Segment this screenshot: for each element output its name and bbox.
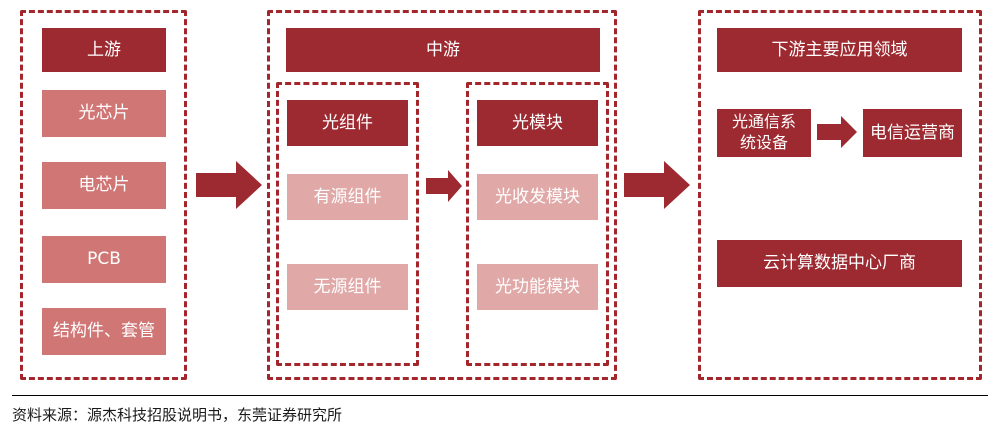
flow-arrow-equipment-to-operator: [817, 116, 857, 148]
flow-arrow-components-to-modules: [426, 170, 462, 202]
upstream-frame: [20, 10, 187, 380]
source-note: 资料来源：源杰科技招股说明书，东莞证券研究所: [12, 406, 343, 424]
source-divider: [12, 395, 988, 396]
optical-modules-frame: [466, 82, 609, 366]
midstream-header: 中游: [286, 28, 600, 72]
flow-arrow-midstream-to-downstream: [624, 161, 690, 209]
upstream-header: 上游: [42, 28, 166, 72]
active-components-box: 有源组件: [287, 174, 408, 220]
optical-components-header: 光组件: [287, 100, 408, 146]
cloud-datacenter-box: 云计算数据中心厂商: [717, 240, 962, 287]
telecom-equipment-line1: 光通信系: [731, 112, 796, 132]
telecom-equipment-line2: 统设备: [739, 133, 788, 152]
functional-modules-box: 光功能模块: [477, 264, 598, 310]
upstream-item-structural-parts: 结构件、套管: [42, 308, 166, 355]
upstream-item-pcb: PCB: [42, 236, 166, 283]
optical-modules-header: 光模块: [477, 100, 598, 146]
optical-components-frame: [276, 82, 419, 366]
downstream-frame: [698, 10, 982, 380]
telecom-operator-box: 电信运营商: [863, 109, 962, 157]
flow-arrow-upstream-to-midstream: [196, 161, 262, 209]
telecom-equipment-box: 光通信系 统设备: [717, 109, 811, 157]
upstream-item-electrical-chip: 电芯片: [42, 162, 166, 209]
transceiver-modules-box: 光收发模块: [477, 174, 598, 220]
midstream-frame: [267, 10, 617, 380]
passive-components-box: 无源组件: [287, 264, 408, 310]
upstream-item-optical-chip: 光芯片: [42, 90, 166, 137]
downstream-header: 下游主要应用领域: [717, 28, 962, 72]
